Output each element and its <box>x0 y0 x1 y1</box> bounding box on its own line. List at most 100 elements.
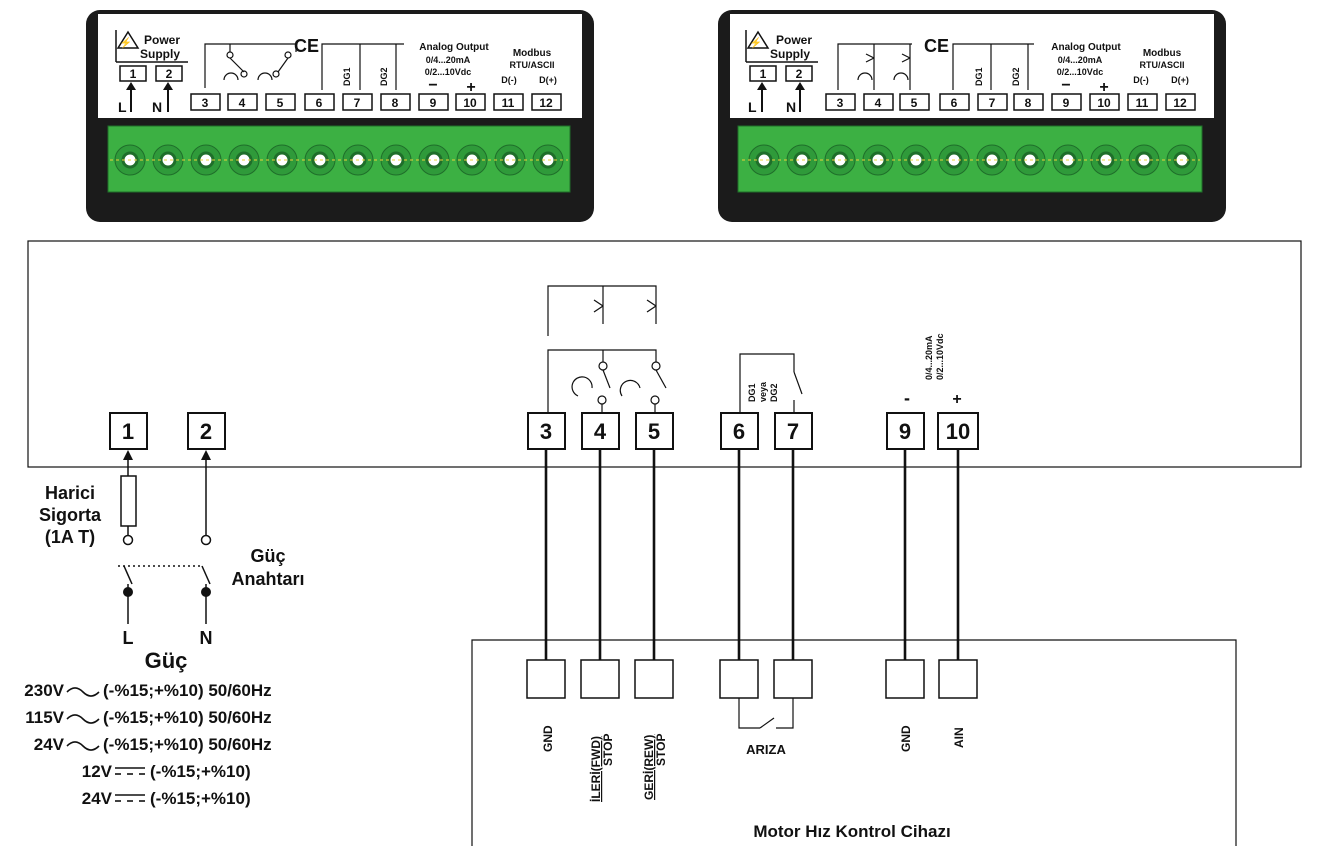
terminal-9: 9 <box>899 419 911 444</box>
label-terminal-2: 2 <box>796 67 803 81</box>
label-terminal-3: 3 <box>837 96 844 110</box>
label-terminal-2: 2 <box>166 67 173 81</box>
lightning-icon: ⚡ <box>750 36 762 49</box>
device-outline <box>27 240 1302 468</box>
screw-terminal-icon <box>152 144 184 176</box>
d-minus-label: D(-) <box>1133 75 1149 85</box>
screw-terminal-icon <box>862 144 894 176</box>
ac-symbol-icon <box>66 687 100 697</box>
terminal-7: 7 <box>787 419 799 444</box>
dg1-label: DG1 <box>974 67 984 86</box>
fault-label: ARIZA <box>746 742 786 757</box>
modbus-subtitle: RTU/ASCII <box>510 60 555 70</box>
terminal-4: 4 <box>594 419 607 444</box>
analog-plus-label: + <box>952 391 961 408</box>
relay-symbol <box>204 43 297 88</box>
spec-voltage: 12V <box>82 762 113 781</box>
screw-terminal-row <box>110 144 568 176</box>
terminal-3: 3 <box>540 419 552 444</box>
analog-minus-label: - <box>904 388 910 408</box>
spec-range: (-%15;+%10) 50/60Hz <box>103 735 272 754</box>
analog-plus-label: + <box>466 79 475 96</box>
cable-run <box>544 449 960 660</box>
dg1-label: DG1 <box>747 383 757 402</box>
spec-voltage: 24V <box>82 789 113 808</box>
analog-plus-label: + <box>1099 79 1108 96</box>
spec-voltage: 115V <box>25 708 64 727</box>
phase-label: L <box>123 628 134 648</box>
spec-range: (-%15;+%10) <box>150 762 251 781</box>
ce-mark: CE <box>924 36 949 56</box>
label-terminal-8: 8 <box>1025 96 1032 110</box>
label-terminal-4: 4 <box>875 96 882 110</box>
power-label: Power <box>776 33 812 47</box>
dg-or-label: veya <box>758 381 768 402</box>
phase-label: L <box>118 99 127 115</box>
neutral-label: N <box>152 99 162 115</box>
analog-voltage-label: 0/2...10Vdc <box>935 333 945 380</box>
d-plus-label: D(+) <box>1171 75 1189 85</box>
dc-symbol-icon <box>115 794 145 802</box>
rew-stop-label: STOP <box>654 734 668 766</box>
analog-voltage-label: 0/2...10Vdc <box>1057 67 1104 77</box>
ce-mark: CE <box>294 36 319 56</box>
label-terminal-6: 6 <box>316 96 323 110</box>
dg2-label: DG2 <box>379 67 389 86</box>
arrow-up-icon <box>126 82 136 90</box>
supply-label: Supply <box>770 47 810 61</box>
analog-current-label: 0/4...20mA <box>1058 55 1103 65</box>
warning-triangle-icon <box>746 30 770 49</box>
screw-terminal-row <box>742 144 1200 176</box>
fuse-label-line1: Harici <box>45 483 95 503</box>
label-terminal-5: 5 <box>277 96 284 110</box>
label-terminal-4: 4 <box>239 96 246 110</box>
d-minus-label: D(-) <box>501 75 517 85</box>
label-terminal-6: 6 <box>951 96 958 110</box>
spec-voltage: 24V <box>34 735 65 754</box>
analog-current-label: 0/4...20mA <box>426 55 471 65</box>
ac-symbol-icon <box>66 714 100 724</box>
label-box <box>155 65 183 82</box>
label-terminal-8: 8 <box>392 96 399 110</box>
fuse-label-line2: Sigorta <box>39 505 102 525</box>
terminal-dot <box>201 587 211 597</box>
label-terminal-12: 12 <box>1173 96 1187 110</box>
analog-current-label: 0/4...20mA <box>924 335 934 380</box>
fuse-label-line3: (1A T) <box>45 527 95 547</box>
analog-output-title: Analog Output <box>419 42 489 53</box>
label-terminal-11: 11 <box>1136 96 1149 110</box>
fwd-stop-label: STOP <box>601 734 615 766</box>
terminal-5: 5 <box>648 419 660 444</box>
analog-minus-label: − <box>428 77 437 94</box>
power-wiring <box>118 456 212 624</box>
spec-range: (-%15;+%10) <box>150 789 251 808</box>
modbus-title: Modbus <box>1143 48 1182 59</box>
terminal-dot <box>123 587 133 597</box>
power-supply-label: ⚡ Power Supply <box>115 30 188 63</box>
label-terminal-9: 9 <box>1063 96 1070 110</box>
spec-range: (-%15;+%10) 50/60Hz <box>103 708 272 727</box>
label-terminal-1: 1 <box>130 67 137 81</box>
label-terminal-3: 3 <box>202 96 209 110</box>
modbus-subtitle: RTU/ASCII <box>1140 60 1185 70</box>
d-plus-label: D(+) <box>539 75 557 85</box>
gnd2-label: GND <box>899 725 913 752</box>
transistor-symbol <box>837 43 912 90</box>
neutral-label: N <box>200 628 213 648</box>
motor-terminal-row <box>526 659 978 699</box>
device-transistor-version: ⚡ Power Supply 1 2 L N <box>718 10 1226 222</box>
arrow-up-icon <box>123 450 133 460</box>
terminal-10: 10 <box>946 419 970 444</box>
terminal-label-row: 3 4 5 6 7 8 9 10 11 12 <box>825 93 1196 111</box>
supply-label: Supply <box>140 47 180 61</box>
power-supply-label: ⚡ Power Supply <box>745 30 818 63</box>
dg2-label: DG2 <box>1011 67 1021 86</box>
phase-label: L <box>748 99 757 115</box>
terminal-2: 2 <box>200 419 212 444</box>
power-spec-list: 230V (-%15;+%10) 50/60Hz 115V (-%15;+%10… <box>24 681 271 808</box>
modbus-title: Modbus <box>513 48 552 59</box>
terminal-6: 6 <box>733 419 745 444</box>
label-terminal-11: 11 <box>502 96 515 110</box>
label-box <box>119 65 147 82</box>
